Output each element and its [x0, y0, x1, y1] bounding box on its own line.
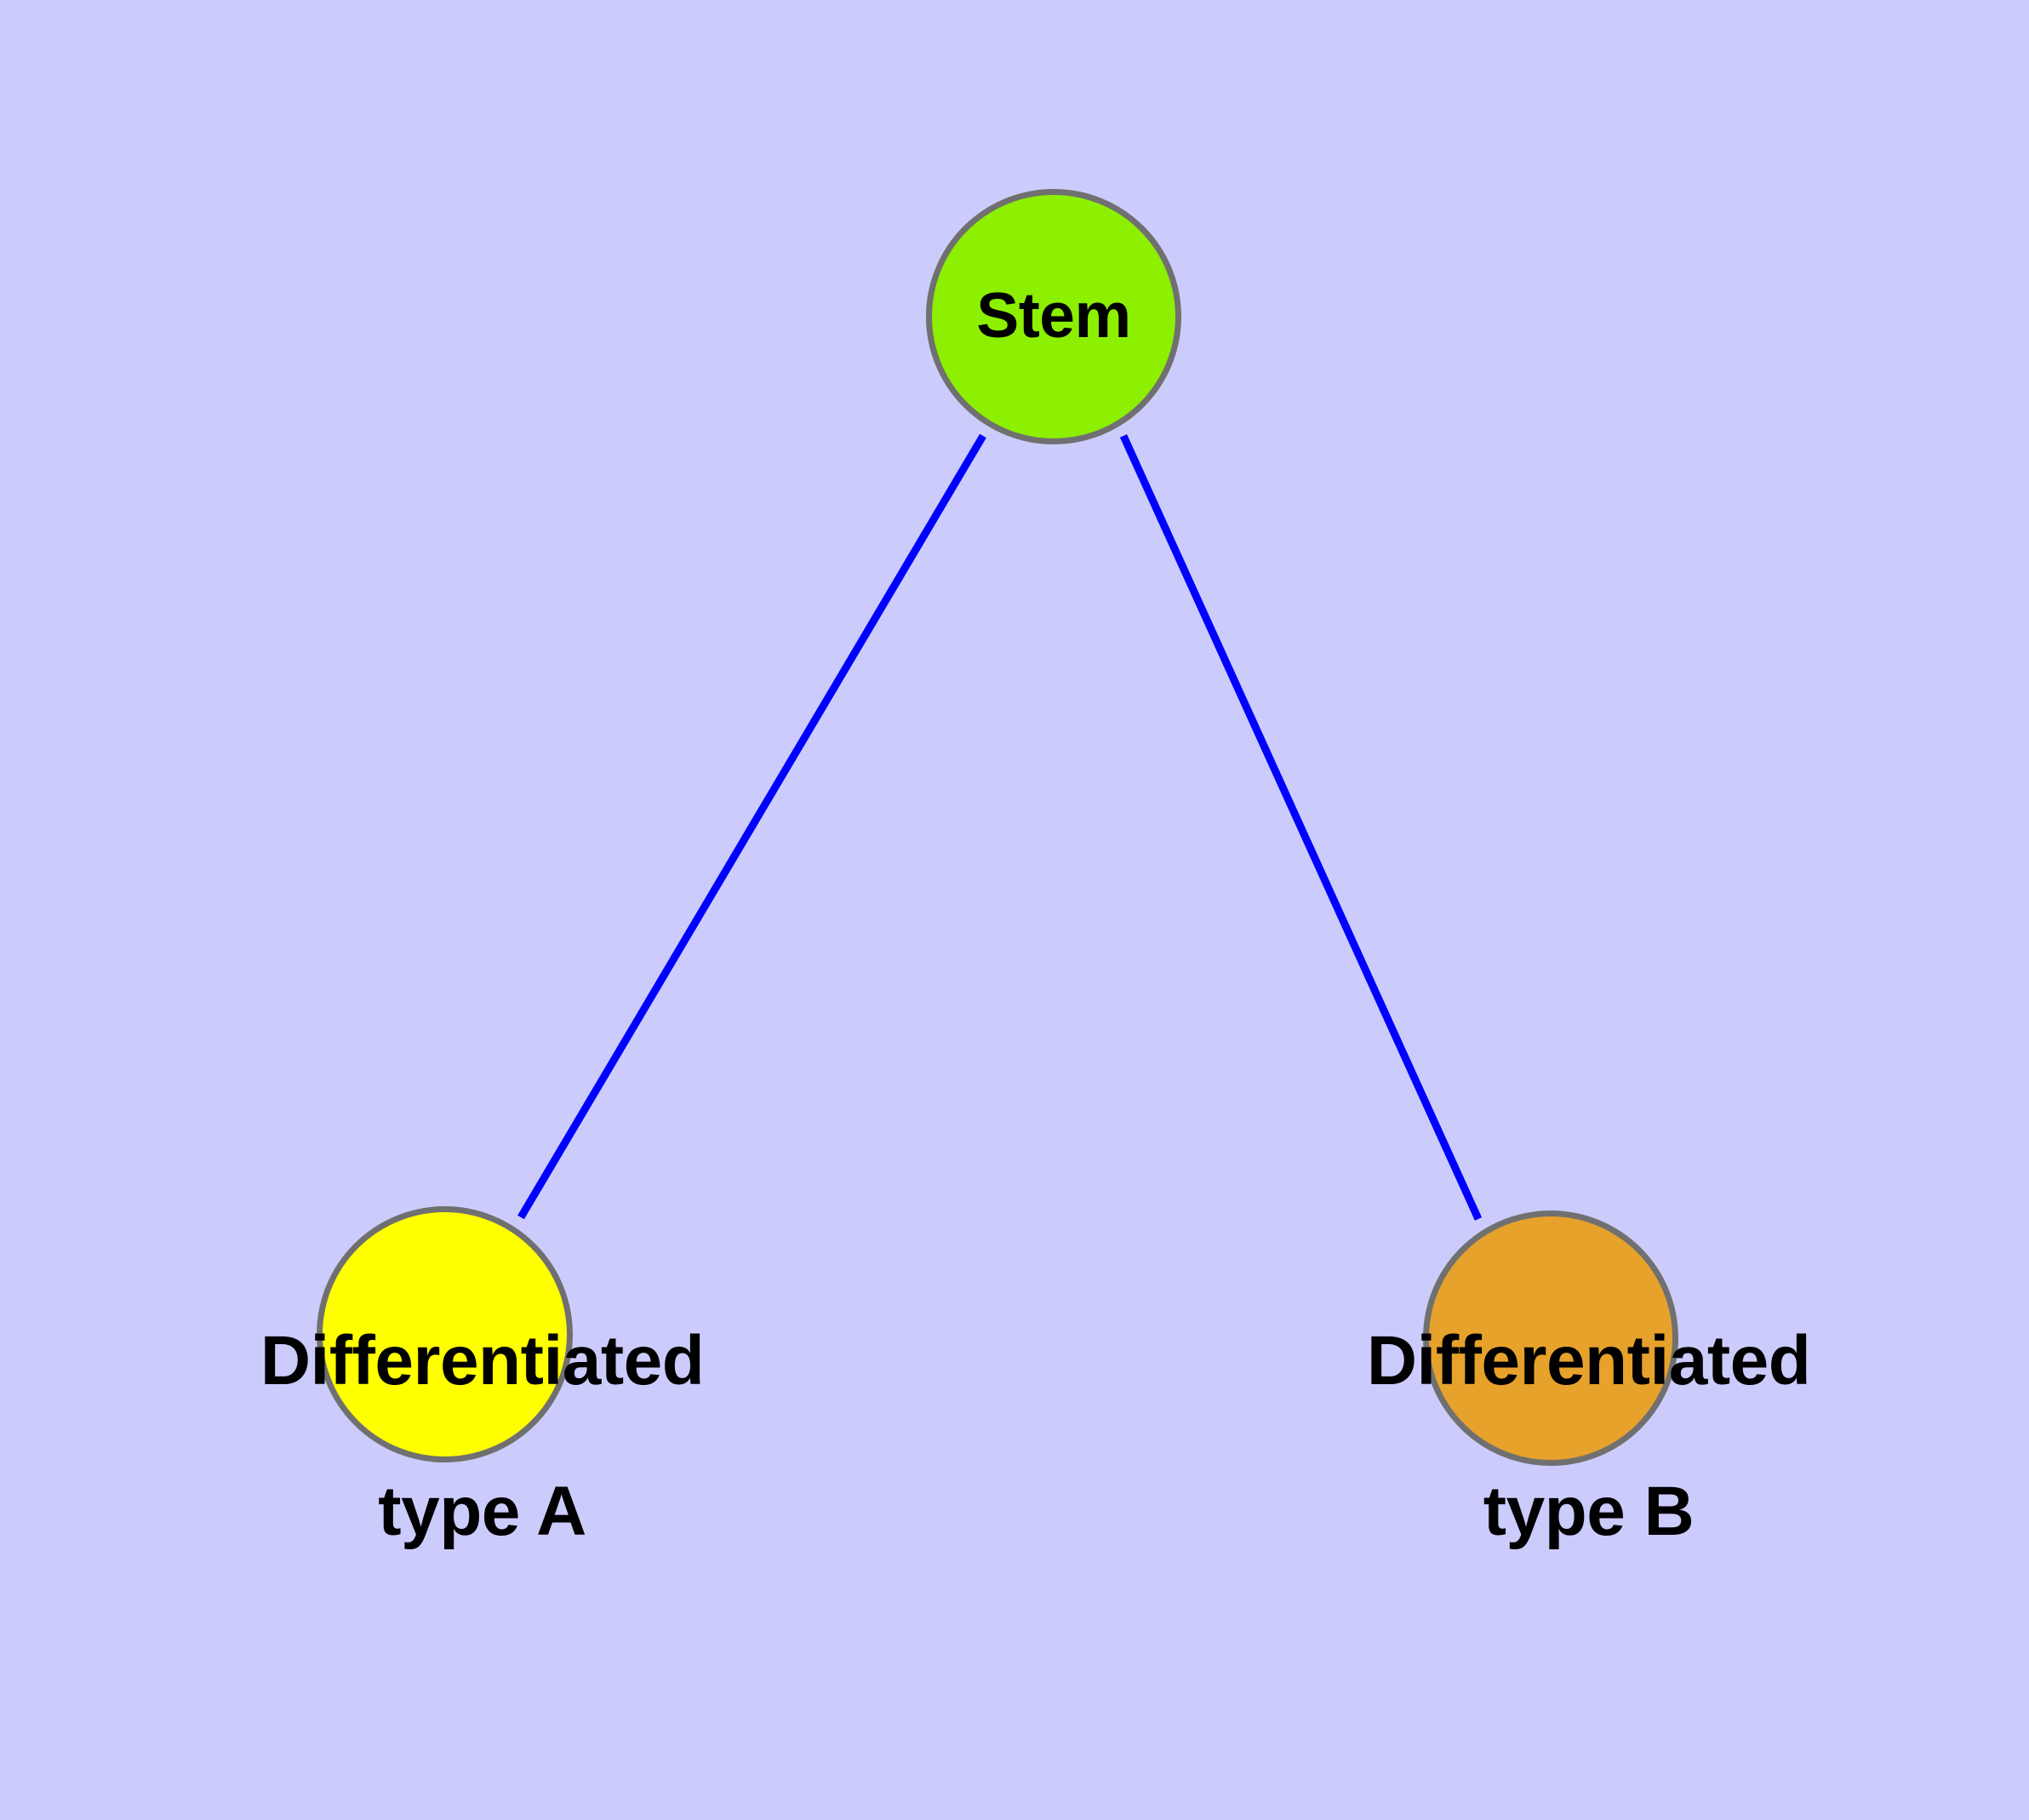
- node-differentiated-type-a[interactable]: [317, 1206, 573, 1462]
- edge-stem-to-diff-a: [517, 433, 986, 1220]
- node-differentiated-type-b-label: Differentiated type B: [1210, 1248, 1891, 1625]
- node-diff-b-label-line1: Differentiated: [1366, 1321, 1811, 1399]
- node-diff-a-label-line2: type A: [378, 1472, 586, 1550]
- node-stem-label: Stem: [976, 279, 1131, 351]
- node-stem[interactable]: [926, 189, 1181, 444]
- node-differentiated-type-b[interactable]: [1423, 1210, 1678, 1466]
- node-diff-a-label-line1: Differentiated: [260, 1321, 705, 1399]
- node-differentiated-type-a-label: Differentiated type A: [104, 1248, 785, 1625]
- node-diff-b-label-line2: type B: [1483, 1472, 1695, 1550]
- edge-stem-to-diff-b: [1119, 434, 1483, 1221]
